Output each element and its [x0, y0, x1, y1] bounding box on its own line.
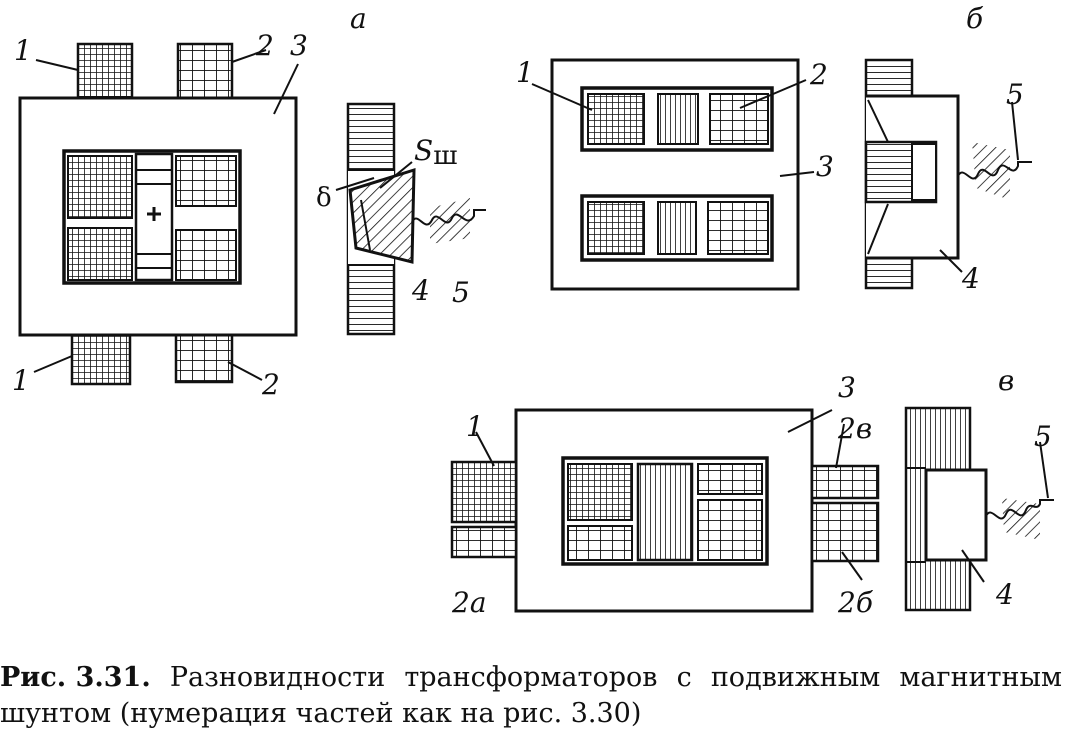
label-part-1-b: 1: [516, 56, 534, 89]
shunt-v: [636, 462, 694, 562]
shunt-side-view-v: [904, 406, 1054, 612]
secondary-winding-v-2v: [697, 463, 763, 495]
label-part-3-v: 3: [838, 371, 856, 404]
primary-coil-v-outer: [450, 460, 518, 524]
secondary-winding-v-2a: [567, 525, 633, 561]
primary-winding-b-upper: [587, 93, 645, 145]
primary-winding-v: [567, 463, 633, 521]
label-part-4-v: 4: [995, 578, 1014, 611]
caption-word-5: магнитным: [899, 662, 1062, 693]
secondary-coil-2a-outer: [450, 525, 518, 559]
label-part-2a: 2а: [451, 586, 487, 619]
spring-a: [411, 209, 486, 226]
secondary-winding-lower: [175, 229, 237, 281]
shunt-b-upper: [657, 93, 699, 145]
primary-coil-top: [76, 42, 134, 102]
label-part-1-top: 1: [14, 34, 32, 67]
panel-b: б 1 2 3 4 5: [516, 2, 1032, 295]
caption-word-3: с: [676, 662, 692, 693]
spring-b: [957, 161, 1032, 180]
label-part-3-b: 3: [816, 150, 834, 183]
shunt-b-lower: [657, 201, 697, 255]
label-part-5-b: 5: [1006, 78, 1024, 111]
label-gap-delta: δ: [316, 183, 332, 213]
label-shunt-section: Sш: [414, 134, 457, 171]
secondary-winding-upper: [175, 155, 237, 207]
label-part-3-a: 3: [290, 29, 308, 62]
primary-winding-upper: [67, 155, 133, 219]
label-part-5-v: 5: [1034, 420, 1052, 453]
label-part-2-bottom: 2: [261, 368, 280, 401]
caption-line-1: Рис. 3.31. Разновидности трансформаторов…: [0, 660, 1062, 696]
panel-a-tag: а: [350, 2, 367, 35]
label-part-4-a: 4: [411, 274, 430, 307]
secondary-winding-b-lower: [707, 201, 769, 255]
label-shunt-subscript: ш: [433, 141, 457, 171]
panel-v: в 1 3 2в 2а 2б 4 5: [450, 364, 1054, 619]
shunt-side-view-b: [864, 58, 1032, 290]
secondary-winding-v-2b: [697, 499, 763, 561]
primary-winding-lower: [67, 227, 133, 281]
shunt-side-view-a: [346, 102, 486, 336]
label-part-1-bottom: 1: [12, 364, 30, 397]
label-part-2b: 2б: [837, 586, 874, 619]
caption-word-1: Разновидности: [169, 662, 386, 693]
panel-a: а: [12, 2, 486, 401]
magnetic-shunt-v: [924, 468, 988, 562]
label-shunt-s: S: [414, 134, 433, 167]
panel-v-tag: в: [998, 364, 1014, 397]
spring-v: [985, 499, 1054, 520]
secondary-coil-top: [176, 42, 234, 102]
label-part-2-b: 2: [809, 58, 828, 91]
caption-figure-label: Рис. 3.31.: [0, 662, 151, 693]
label-part-2-top: 2: [255, 29, 274, 62]
caption-word-4: подвижным: [710, 662, 881, 693]
secondary-coil-2v-outer: [810, 464, 880, 500]
panel-b-tag: б: [966, 2, 984, 35]
label-part-1-v: 1: [466, 410, 484, 443]
primary-coil-bottom: [70, 332, 132, 386]
transformer-figure: а: [12, 2, 1054, 619]
secondary-coil-2b-outer: [810, 501, 880, 563]
primary-winding-b-lower: [587, 201, 645, 255]
secondary-winding-b-upper: [709, 93, 769, 145]
figure-caption: Рис. 3.31. Разновидности трансформаторов…: [0, 660, 1062, 732]
caption-word-2: трансформаторов: [404, 662, 658, 693]
caption-line-2: шунтом (нумерация частей как на рис. 3.3…: [0, 698, 642, 729]
label-part-2v: 2в: [837, 412, 872, 445]
secondary-coil-bottom: [174, 332, 234, 384]
plus-icon: [147, 207, 161, 221]
label-part-5-a: 5: [452, 276, 470, 309]
label-part-4-b: 4: [961, 262, 980, 295]
